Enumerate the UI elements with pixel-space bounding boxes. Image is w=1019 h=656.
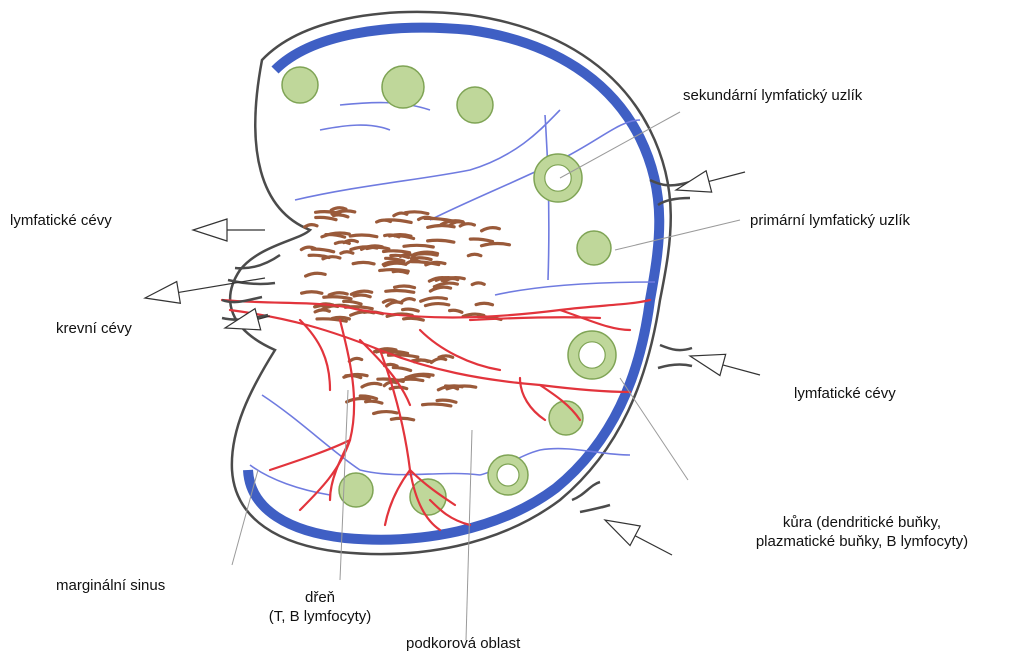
medullary-cord bbox=[391, 418, 413, 420]
medullary-cord bbox=[316, 212, 340, 214]
label-lymph-vessels-left: lymfatické cévy bbox=[10, 211, 112, 230]
medullary-cord bbox=[414, 360, 428, 362]
afferent-arrow-bottom bbox=[605, 520, 672, 555]
label-medulla: dřeň (T, B lymfocyty) bbox=[245, 588, 395, 626]
label-medulla-line1: dřeň bbox=[245, 588, 395, 607]
medullary-cord bbox=[377, 220, 391, 222]
primary-follicle bbox=[382, 66, 424, 108]
medullary-cord bbox=[400, 255, 414, 257]
medullary-cord bbox=[404, 318, 424, 320]
medullary-cord bbox=[335, 242, 349, 244]
primary-follicle bbox=[457, 87, 493, 123]
label-blood-vessels: krevní cévy bbox=[56, 319, 132, 338]
medullary-cord bbox=[333, 215, 347, 217]
label-primary-follicle: primární lymfatický uzlík bbox=[750, 211, 910, 230]
label-cortex-line1: kůra (dendritické buňky, bbox=[712, 513, 1012, 532]
efferent-arrow-upper bbox=[193, 219, 265, 241]
medullary-cord bbox=[411, 258, 431, 260]
medullary-cord bbox=[405, 212, 428, 214]
label-paracortex: podkorová oblast bbox=[406, 634, 520, 653]
medullary-cord bbox=[428, 240, 454, 242]
secondary-follicle bbox=[488, 455, 528, 495]
medullary-cord bbox=[380, 270, 409, 272]
secondary-follicle bbox=[568, 331, 616, 379]
secondary-follicle bbox=[534, 154, 582, 202]
afferent-arrow-top bbox=[676, 171, 745, 192]
medullary-cord bbox=[324, 297, 351, 299]
primary-follicle bbox=[577, 231, 611, 265]
medullary-cord bbox=[341, 252, 353, 254]
medullary-cord bbox=[404, 245, 433, 247]
medullary-cord bbox=[403, 309, 419, 311]
medullary-cord bbox=[384, 251, 410, 253]
medullary-cord bbox=[302, 292, 322, 294]
label-secondary-follicle: sekundární lymfatický uzlík bbox=[683, 86, 862, 105]
medullary-cord bbox=[366, 401, 382, 403]
medullary-cord bbox=[389, 235, 410, 237]
primary-follicle bbox=[282, 67, 318, 103]
medullary-cord bbox=[468, 254, 481, 256]
medullary-cord bbox=[423, 404, 451, 406]
label-medulla-line2: (T, B lymfocyty) bbox=[245, 607, 395, 626]
label-marginal-sinus: marginální sinus bbox=[56, 576, 165, 595]
afferent-arrow-middle bbox=[690, 354, 760, 375]
medullary-cord bbox=[353, 262, 374, 264]
medullary-cord bbox=[395, 286, 415, 288]
medullary-cord bbox=[476, 303, 492, 305]
medullary-cord bbox=[472, 283, 484, 285]
medullary-cord bbox=[386, 290, 414, 292]
label-lymph-vessels-right: lymfatické cévy bbox=[794, 384, 896, 403]
label-cortex-line2: plazmatické buňky, B lymfocyty) bbox=[712, 532, 1012, 551]
medullary-cord bbox=[354, 295, 370, 297]
medullary-cord bbox=[350, 235, 377, 237]
medullary-cord bbox=[439, 356, 453, 358]
label-cortex: kůra (dendritické buňky, plazmatické buň… bbox=[712, 513, 1012, 551]
